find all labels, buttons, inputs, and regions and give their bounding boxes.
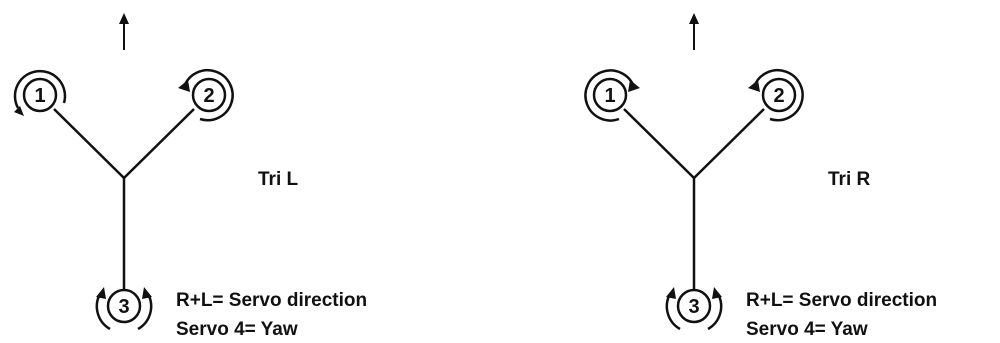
diagram-title: Tri L [258, 169, 299, 190]
motor-3: 3 [665, 287, 723, 331]
motor-2-label: 2 [773, 85, 784, 107]
frame-arms [53, 108, 195, 310]
up-arrow-icon [689, 13, 699, 50]
rotation-arrow-icon [665, 293, 681, 331]
rotation-arrowhead-icon [178, 80, 190, 92]
rotation-arrowhead-icon [14, 106, 24, 116]
motor-1: 1 [584, 69, 640, 122]
rotation-arrowhead-icon [666, 287, 676, 299]
motor-1-label: 1 [34, 85, 45, 107]
motor-3-label: 3 [118, 296, 129, 318]
note-servo-yaw: Servo 4= Yaw [176, 319, 298, 340]
note-servo-yaw: Servo 4= Yaw [746, 319, 868, 340]
motor-2: 2 [748, 68, 804, 122]
motor-3-label: 3 [688, 296, 699, 318]
note-servo-direction: R+L= Servo direction [176, 290, 367, 311]
rotation-arrow-icon [584, 69, 636, 122]
rotation-arrowhead-icon [712, 287, 722, 299]
tricopter-figure: 1 2 3 Tri L R+L= Servo direction Servo 4… [13, 13, 367, 340]
tricopter-diagram-right: 1 2 3 Tri R R+L= Servo direction Servo 4… [570, 0, 1000, 343]
rotation-arrow-icon [137, 293, 153, 331]
rotation-arrow-icon [182, 68, 234, 122]
rotation-arrow-icon [707, 293, 723, 331]
motor-3: 3 [95, 287, 153, 331]
rotation-arrow-icon [752, 68, 804, 122]
frame-arms [623, 108, 765, 310]
rotation-arrowhead-icon [628, 80, 640, 92]
motor-1: 1 [13, 69, 67, 116]
motor-1-label: 1 [604, 85, 615, 107]
tricopter-figure: 1 2 3 Tri R R+L= Servo direction Servo 4… [584, 13, 937, 340]
diagram-title: Tri R [828, 169, 871, 190]
rotation-arrowhead-icon [142, 287, 152, 299]
up-arrow-icon [119, 13, 129, 50]
rotation-arrow-icon [95, 293, 111, 331]
motor-2: 2 [178, 68, 234, 122]
rotation-arrowhead-icon [748, 80, 760, 92]
motor-2-label: 2 [203, 85, 214, 107]
tricopter-diagram-left: 1 2 3 Tri L R+L= Servo direction Servo 4… [13, 13, 367, 340]
rotation-arrowhead-icon [96, 287, 106, 299]
note-servo-direction: R+L= Servo direction [746, 290, 937, 311]
rotation-arrow-icon [13, 69, 67, 109]
